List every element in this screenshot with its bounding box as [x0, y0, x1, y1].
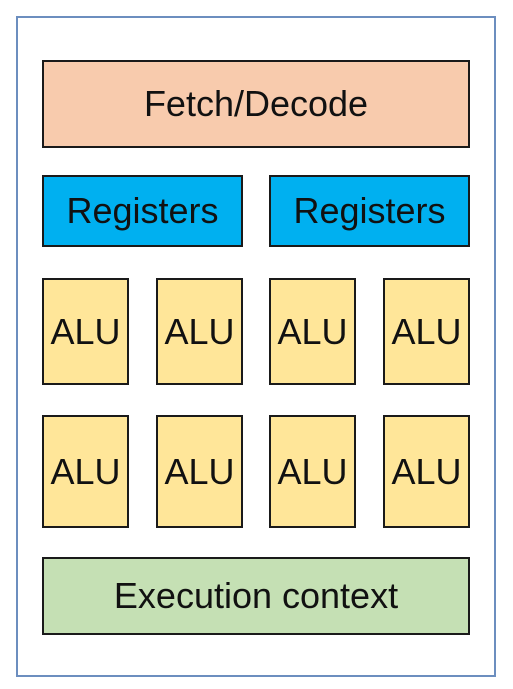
registers-label-2: Registers [293, 190, 446, 231]
alu-label: ALU [50, 450, 121, 492]
alu-block-r2-c1: ALU [42, 415, 129, 528]
alu-block-r1-c3: ALU [269, 278, 356, 385]
alu-block-r2-c2: ALU [156, 415, 243, 528]
fetch-decode-block: Fetch/Decode [42, 60, 470, 148]
alu-label: ALU [391, 310, 462, 352]
execution-context-block: Execution context [42, 557, 470, 635]
registers-block-1: Registers [42, 175, 243, 247]
execution-context-label: Execution context [113, 575, 399, 616]
registers-block-2: Registers [269, 175, 470, 247]
alu-block-r1-c4: ALU [383, 278, 470, 385]
alu-block-r2-c3: ALU [269, 415, 356, 528]
alu-label: ALU [164, 450, 235, 492]
alu-label: ALU [391, 450, 462, 492]
alu-block-r1-c1: ALU [42, 278, 129, 385]
alu-label: ALU [50, 310, 121, 352]
alu-label: ALU [277, 310, 348, 352]
alu-label: ALU [164, 310, 235, 352]
fetch-decode-label: Fetch/Decode [143, 83, 369, 124]
alu-label: ALU [277, 450, 348, 492]
alu-block-r1-c2: ALU [156, 278, 243, 385]
alu-block-r2-c4: ALU [383, 415, 470, 528]
registers-label-1: Registers [66, 190, 219, 231]
